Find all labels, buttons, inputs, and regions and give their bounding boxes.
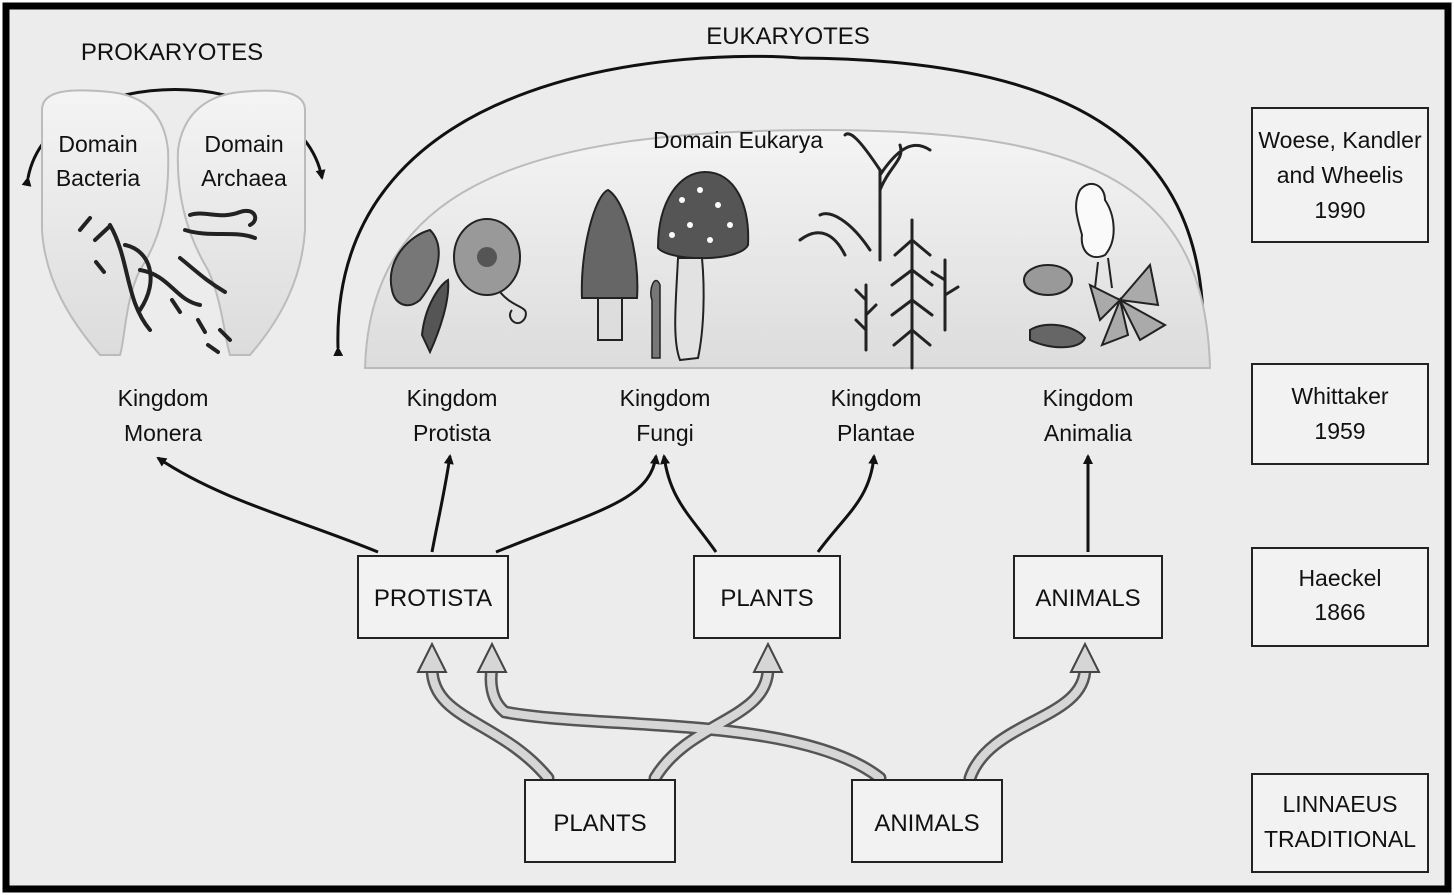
kingdom-protista-line1: Kingdom (407, 385, 498, 411)
system-haeckel-line1: Haeckel (1298, 565, 1381, 591)
bacteria-domain-line2: Bacteria (56, 165, 141, 191)
system-box-whittaker (1252, 364, 1428, 464)
kingdom-plantae-line2: Plantae (837, 420, 915, 446)
linnaeus-box-animals-label: ANIMALS (874, 810, 979, 837)
system-box-linnaeus (1252, 774, 1428, 872)
kingdom-animalia-line2: Animalia (1044, 420, 1132, 446)
archaea-domain-line1: Domain (204, 131, 283, 157)
system-box-haeckel (1252, 548, 1428, 646)
bacteria-domain-line1: Domain (58, 131, 137, 157)
eukaryotes-label: EUKARYOTES (706, 23, 870, 50)
haeckel-box-animals-label: ANIMALS (1035, 585, 1140, 612)
system-woese-line2: and Wheelis (1277, 162, 1404, 188)
archaea-domain-line2: Archaea (201, 165, 287, 191)
kingdom-fungi-line1: Kingdom (620, 385, 711, 411)
prokaryotes-label: PROKARYOTES (81, 39, 263, 66)
system-linnaeus-line2: TRADITIONAL (1264, 826, 1416, 852)
haeckel-box-plants-label: PLANTS (720, 585, 813, 612)
kingdom-fungi-line2: Fungi (636, 420, 694, 446)
system-woese-line1: Woese, Kandler (1258, 127, 1422, 153)
kingdom-monera-line2: Monera (124, 420, 202, 446)
eukarya-domain-label: Domain Eukarya (653, 127, 823, 153)
kingdom-monera-line1: Kingdom (118, 385, 209, 411)
system-haeckel-line2: 1866 (1314, 599, 1365, 625)
system-whittaker-line1: Whittaker (1291, 383, 1388, 409)
kingdom-plantae-line1: Kingdom (831, 385, 922, 411)
linnaeus-box-plants-label: PLANTS (553, 810, 646, 837)
haeckel-box-protista-label: PROTISTA (374, 585, 492, 612)
system-whittaker-line2: 1959 (1314, 418, 1365, 444)
kingdom-animalia-line1: Kingdom (1043, 385, 1134, 411)
system-woese-line3: 1990 (1314, 197, 1365, 223)
system-linnaeus-line1: LINNAEUS (1282, 791, 1397, 817)
kingdom-protista-line2: Protista (413, 420, 491, 446)
haeckel-boxes: PROTISTA PLANTS ANIMALS (358, 556, 1162, 638)
